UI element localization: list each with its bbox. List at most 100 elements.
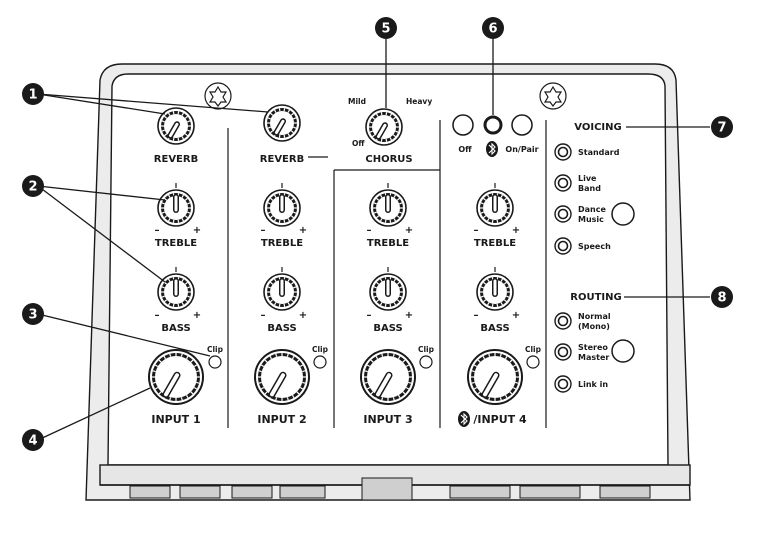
panel-dividers <box>227 120 547 428</box>
clip-led-2 <box>313 355 327 369</box>
bluetooth-pair-button[interactable] <box>511 114 533 136</box>
callout-number: 5 <box>381 22 390 37</box>
callout-markers: 1 2 3 4 5 6 7 8 <box>22 17 733 451</box>
input-gain-knob-4[interactable] <box>467 349 523 405</box>
clip-label-1: Clip <box>207 345 224 354</box>
plus-mark: + <box>299 225 307 236</box>
input-gain-knob-1[interactable] <box>148 349 204 405</box>
bluetooth-status-led <box>483 115 503 135</box>
routing-option-label: Normal(Mono) <box>578 312 611 331</box>
chorus-scale: Mild Heavy Off <box>348 97 432 148</box>
input-gain-knob-2[interactable] <box>254 349 310 405</box>
minus-mark: – <box>155 310 160 321</box>
routing-option[interactable]: Normal(Mono) <box>554 312 611 331</box>
chorus-knob[interactable] <box>365 108 403 146</box>
minus-mark: – <box>367 225 372 236</box>
knobs-layer <box>148 104 523 405</box>
callout-6: 6 <box>482 17 504 39</box>
plus-mark: + <box>405 225 413 236</box>
plus-mark: + <box>299 310 307 321</box>
callout-number: 1 <box>28 88 37 103</box>
plus-mark: + <box>512 310 520 321</box>
clip-indicators: Clip Clip Clip Clip <box>207 345 542 369</box>
input-label-4: /INPUT 4 <box>473 413 527 426</box>
plus-mark: + <box>512 225 520 236</box>
routing-option[interactable]: Link in <box>554 375 608 393</box>
bass-knob-3[interactable] <box>369 273 407 311</box>
callout-number: 6 <box>488 22 497 37</box>
leader-lines <box>37 34 494 441</box>
bluetooth-icon <box>486 141 498 157</box>
bass-label-2: BASS <box>267 323 296 334</box>
voicing-option-label: Speech <box>578 242 611 251</box>
callout-number: 7 <box>717 121 726 136</box>
bluetooth-off-label: Off <box>458 145 472 154</box>
screw-icon <box>539 82 567 110</box>
routing-option-label: Link in <box>578 380 608 389</box>
voicing-option[interactable]: Standard <box>554 143 620 161</box>
channel-1-labels: REVERB REVERB CHORUS <box>154 154 413 165</box>
bass-knob-1[interactable] <box>157 273 195 311</box>
bass-label-1: BASS <box>161 323 190 334</box>
callout-number: 2 <box>28 180 37 195</box>
clip-label-3: Clip <box>418 345 435 354</box>
minus-mark: – <box>474 225 479 236</box>
treble-knob-4[interactable] <box>476 189 514 227</box>
routing-select-button[interactable] <box>611 339 635 363</box>
clip-led-3 <box>419 355 433 369</box>
bass-label-4: BASS <box>480 323 509 334</box>
callout-4: 4 <box>22 429 44 451</box>
minus-mark: – <box>261 310 266 321</box>
treble-label-4: TREBLE <box>474 238 516 249</box>
reverb-knob-1[interactable] <box>157 107 195 145</box>
callout-number: 3 <box>28 308 37 323</box>
screw-icon <box>204 82 232 110</box>
minus-mark: – <box>155 225 160 236</box>
input-labels: INPUT 1 INPUT 2 INPUT 3 /INPUT 4 <box>151 413 527 426</box>
voicing-title: VOICING <box>574 122 621 133</box>
voicing-option-label: Standard <box>578 148 620 157</box>
input-label-2: INPUT 2 <box>257 413 306 426</box>
minus-mark: – <box>261 225 266 236</box>
clip-led-4 <box>526 355 540 369</box>
treble-knob-3[interactable] <box>369 189 407 227</box>
treble-label-3: TREBLE <box>367 238 409 249</box>
bass-knob-2[interactable] <box>263 273 301 311</box>
callout-5: 5 <box>375 17 397 39</box>
plus-mark: + <box>193 310 201 321</box>
callout-2: 2 <box>22 175 44 197</box>
bass-knob-4[interactable] <box>476 273 514 311</box>
bass-label-3: BASS <box>373 323 402 334</box>
reverb-label-1: REVERB <box>154 154 198 165</box>
eq-range-marks: – + – + – + – + – + – + – + – + <box>155 225 521 321</box>
callout-7: 7 <box>711 116 733 138</box>
clip-label-2: Clip <box>312 345 329 354</box>
routing-title: ROUTING <box>570 292 621 303</box>
treble-label-2: TREBLE <box>261 238 303 249</box>
callout-3: 3 <box>22 303 44 325</box>
minus-mark: – <box>474 310 479 321</box>
eq-labels: TREBLE TREBLE TREBLE TREBLE BASS BASS BA… <box>155 238 516 334</box>
callout-8: 8 <box>711 286 733 308</box>
treble-knob-1[interactable] <box>157 189 195 227</box>
bluetooth-controls: Off On/Pair <box>452 114 539 157</box>
input-label-3: INPUT 3 <box>363 413 412 426</box>
voicing-select-button[interactable] <box>611 202 635 226</box>
reverb-label-2: REVERB <box>260 154 304 165</box>
voicing-option[interactable]: Speech <box>554 237 611 255</box>
reverb-knob-2[interactable] <box>263 104 301 142</box>
treble-knob-2[interactable] <box>263 189 301 227</box>
treble-label-1: TREBLE <box>155 238 197 249</box>
input-gain-knob-3[interactable] <box>360 349 416 405</box>
bluetooth-off-button[interactable] <box>452 114 474 136</box>
